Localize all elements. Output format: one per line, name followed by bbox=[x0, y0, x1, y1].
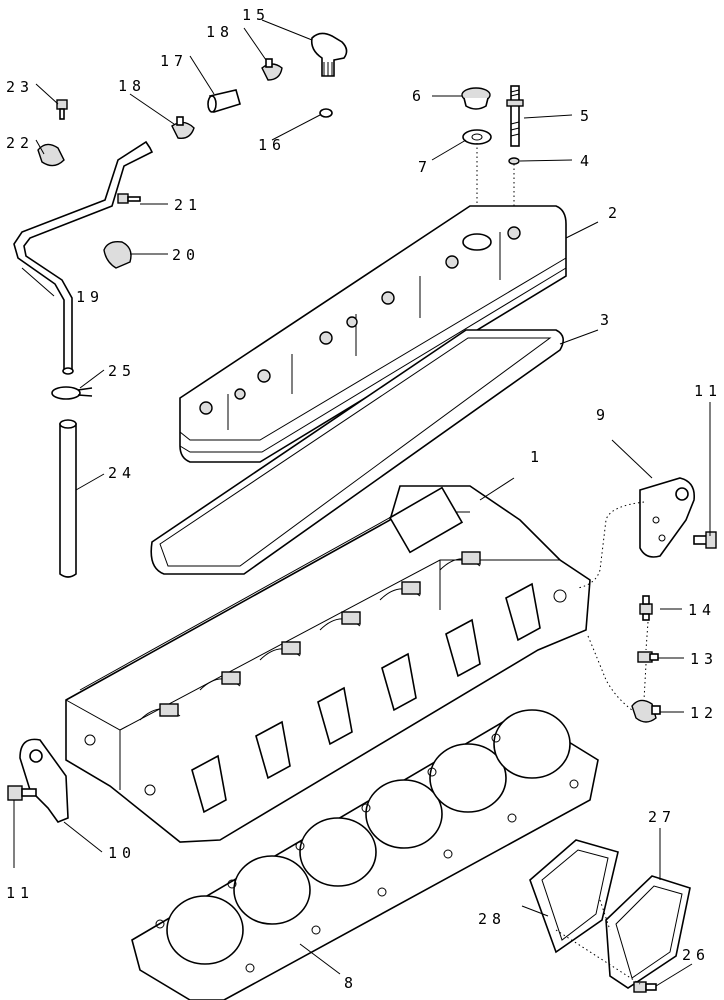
hose bbox=[59, 419, 77, 578]
clamp-18-right bbox=[261, 58, 283, 81]
valve-cover bbox=[179, 205, 567, 463]
clamp-18-left bbox=[171, 116, 195, 139]
callout-3: 3 bbox=[600, 311, 614, 329]
fitting-13 bbox=[637, 651, 659, 663]
callout-28: 28 bbox=[478, 910, 506, 928]
gasket-bolt-holes bbox=[155, 733, 579, 973]
callout-6: 6 bbox=[412, 87, 426, 105]
intake-ports bbox=[191, 582, 541, 814]
callout-11-left: 11 bbox=[6, 884, 34, 902]
callout-21: 21 bbox=[174, 196, 202, 214]
cylinder-head bbox=[65, 485, 591, 843]
lifting-bracket-10 bbox=[19, 738, 69, 823]
leader-dotted-bracket bbox=[577, 501, 645, 589]
callout-4: 4 bbox=[580, 152, 594, 170]
callout-13: 13 bbox=[690, 650, 718, 668]
callout-22: 22 bbox=[6, 134, 34, 152]
callout-19: 19 bbox=[76, 288, 104, 306]
callout-20: 20 bbox=[172, 246, 200, 264]
callout-18-left: 18 bbox=[118, 77, 146, 95]
cover-plate-27 bbox=[605, 875, 691, 989]
rocker-assemblies bbox=[139, 551, 481, 721]
o-ring-16 bbox=[319, 108, 333, 118]
leader-dotted-covers bbox=[555, 899, 641, 985]
breather-tube bbox=[13, 140, 154, 375]
callout-27: 27 bbox=[648, 808, 676, 826]
callout-17: 17 bbox=[160, 52, 188, 70]
clamp-22 bbox=[37, 143, 65, 167]
callout-23: 23 bbox=[6, 78, 34, 96]
callout-12: 12 bbox=[690, 704, 718, 722]
bolt-21 bbox=[117, 193, 141, 204]
lifting-bracket-9 bbox=[639, 477, 696, 558]
callout-11-right: 11 bbox=[694, 382, 722, 400]
callout-2: 2 bbox=[608, 204, 622, 222]
callout-14: 14 bbox=[688, 601, 716, 619]
leader-lines bbox=[13, 19, 711, 987]
callout-26: 26 bbox=[682, 946, 710, 964]
elbow-fitting-15 bbox=[310, 32, 348, 77]
tube-17 bbox=[207, 89, 241, 114]
fitting-14 bbox=[639, 595, 653, 621]
callout-18-right: 18 bbox=[206, 23, 234, 41]
callout-5: 5 bbox=[580, 107, 594, 125]
callout-15: 15 bbox=[242, 6, 270, 24]
callout-7: 7 bbox=[418, 158, 432, 176]
leader-dotted-port bbox=[587, 635, 633, 711]
clamp-20 bbox=[103, 240, 132, 269]
filler-cap bbox=[461, 87, 491, 110]
callout-labels: 1 2 3 4 5 6 7 8 9 10 11 11 12 13 14 15 1… bbox=[6, 6, 722, 992]
stud-5 bbox=[506, 85, 524, 147]
cover-gasket-28 bbox=[529, 839, 619, 954]
callout-16: 16 bbox=[258, 136, 286, 154]
hose-clamp bbox=[51, 386, 93, 400]
callout-8: 8 bbox=[344, 974, 358, 992]
bolt-23 bbox=[56, 99, 68, 120]
seal-4 bbox=[508, 157, 520, 165]
fitting-12 bbox=[631, 699, 661, 723]
head-gasket bbox=[131, 709, 599, 1000]
callout-25: 25 bbox=[108, 362, 136, 380]
callout-10: 10 bbox=[108, 844, 136, 862]
bolt-26 bbox=[633, 981, 657, 993]
callout-24: 24 bbox=[108, 464, 136, 482]
bolt-11-left bbox=[7, 785, 37, 801]
valve-cover-gasket bbox=[150, 329, 564, 575]
bolt-11-right bbox=[693, 531, 717, 549]
callout-9: 9 bbox=[596, 406, 610, 424]
leader-dotted-fittings bbox=[643, 621, 649, 701]
callout-1: 1 bbox=[530, 448, 544, 466]
washer-7 bbox=[462, 129, 492, 145]
